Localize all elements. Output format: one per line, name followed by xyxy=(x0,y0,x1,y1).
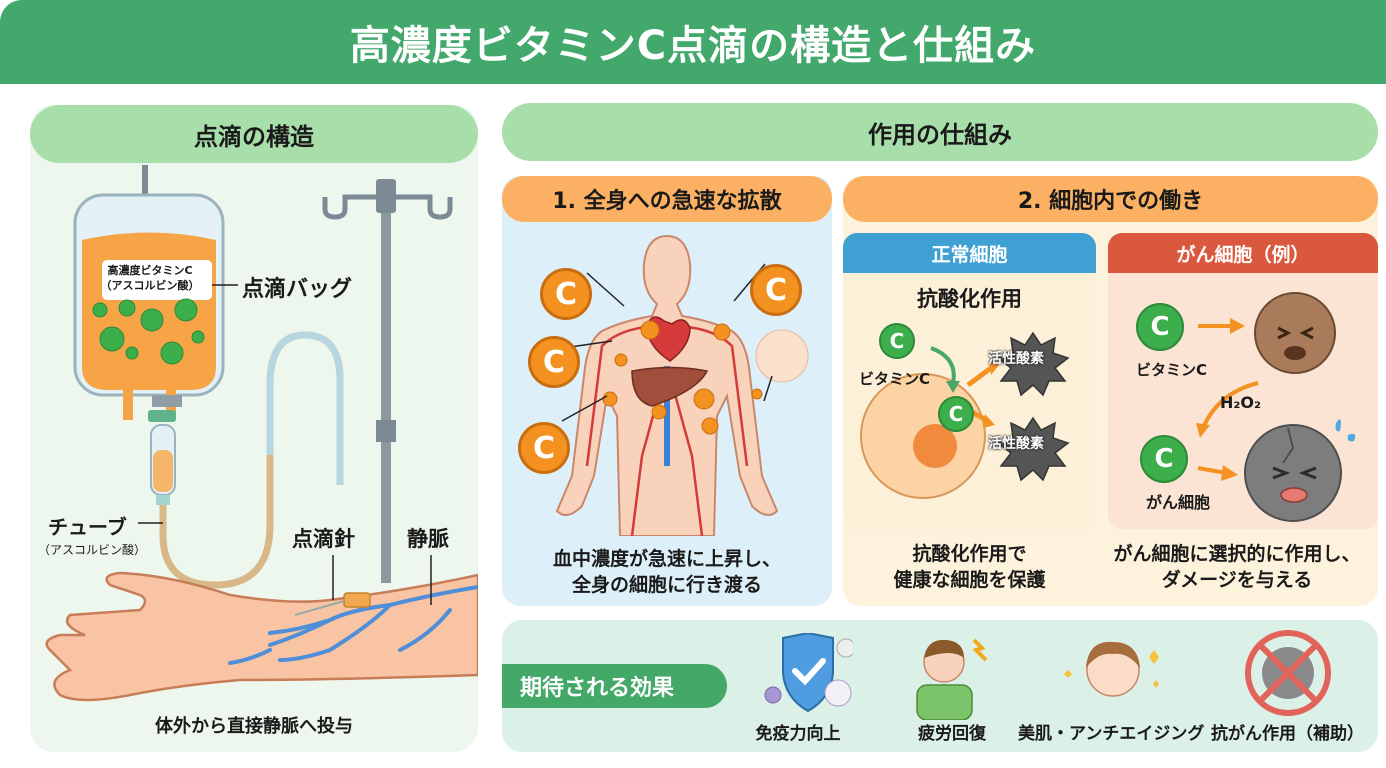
vitamin-c-badge: C xyxy=(518,422,570,474)
page-title: 高濃度ビタミンC点滴の構造と仕組み xyxy=(349,23,1037,69)
bag-callout: 点滴バッグ xyxy=(242,277,353,302)
vitamin-c-badge: C xyxy=(750,264,802,316)
ros-label: 活性酸素 xyxy=(988,436,1044,452)
no-cancer-cell-icon xyxy=(1245,630,1331,716)
cancer-cell-label: がん細胞 xyxy=(1146,493,1211,512)
needle-label: 点滴針 xyxy=(292,527,355,551)
vitamin-c-icon: C xyxy=(879,323,915,359)
step1-title: 1. 全身への急速な拡散 xyxy=(502,176,832,222)
cancer-cell-card: がん細胞（例） C C ビタミンC H₂O₂ がん細胞 xyxy=(1108,233,1378,529)
structure-caption: 体外から直接静脈へ投与 xyxy=(155,716,353,737)
iv-drip-illustration xyxy=(45,165,478,702)
vitamin-c-icon: C xyxy=(1140,435,1188,483)
step1-caption: 血中濃度が急速に上昇し、 全身の細胞に行き渡る xyxy=(552,548,781,596)
tube-label: チューブ xyxy=(48,515,127,539)
normal-cell-card: 正常細胞 抗酸化作用 C C ビタミンC 活性酸素 活性酸素 xyxy=(843,233,1096,529)
structure-panel: 点滴の構造 高濃度ビタミンC （アスコルビン酸） 点滴バッグ チューブ （アスコ… xyxy=(30,105,478,752)
vitamin-c-badge: C xyxy=(528,336,580,388)
effect-label: 疲労回復 xyxy=(918,724,986,744)
step2-title: 2. 細胞内での働き xyxy=(843,176,1378,222)
cancer-cell-illustration xyxy=(1196,292,1356,522)
vitamin-c-icon: C xyxy=(1136,303,1184,351)
structure-title: 点滴の構造 xyxy=(30,105,478,163)
effect-item-immunity: 免疫力向上 xyxy=(713,625,883,750)
shield-check-icon xyxy=(764,633,853,713)
glowing-face-icon xyxy=(1064,641,1159,697)
vitamin-c-badge: C xyxy=(540,268,592,320)
effect-item-skin: 美肌・アンチエイジング xyxy=(1018,625,1205,750)
effect-label: 美肌・アンチエイジング xyxy=(1018,724,1205,744)
vitamin-c-label: ビタミンC xyxy=(859,370,931,388)
body-circulation-illustration xyxy=(555,234,809,536)
bag-content-label: 高濃度ビタミンC （アスコルビン酸） xyxy=(100,264,200,292)
effect-label: 抗がん作用（補助） xyxy=(1211,724,1364,744)
effect-item-fatigue: 疲労回復 xyxy=(867,625,1037,750)
step2-panel: 正常細胞 抗酸化作用 C C ビタミンC 活性酸素 活性酸素 がん細胞（例） xyxy=(843,176,1378,606)
mechanism-title: 作用の仕組み xyxy=(502,103,1378,161)
vitamin-c-icon: C xyxy=(938,396,974,432)
tube-sublabel: （アスコルビン酸） xyxy=(38,543,147,557)
effect-label: 免疫力向上 xyxy=(755,724,841,744)
cancer-cell-head: がん細胞（例） xyxy=(1108,233,1378,273)
normal-cell-caption: 抗酸化作用で 健康な細胞を保護 xyxy=(893,543,1046,591)
antioxidant-subtitle: 抗酸化作用 xyxy=(917,287,1022,311)
cancer-cell-caption: がん細胞に選択的に作用し、 ダメージを与える xyxy=(1113,543,1361,591)
vitamin-c-label: ビタミンC xyxy=(1136,361,1208,379)
title-banner: 高濃度ビタミンC点滴の構造と仕組み xyxy=(0,0,1386,84)
step1-panel: C C C C 血中濃度が急速に上昇し、 全身の細胞に行き渡る xyxy=(502,176,832,606)
normal-cell-head: 正常細胞 xyxy=(843,233,1096,273)
effects-tag: 期待される効果 xyxy=(502,664,727,708)
ros-label: 活性酸素 xyxy=(988,351,1044,367)
vein-label: 静脈 xyxy=(407,527,449,551)
h2o2-label: H₂O₂ xyxy=(1220,393,1262,412)
tired-person-icon xyxy=(916,638,988,720)
effect-item-anticancer: 抗がん作用（補助） xyxy=(1200,625,1375,750)
